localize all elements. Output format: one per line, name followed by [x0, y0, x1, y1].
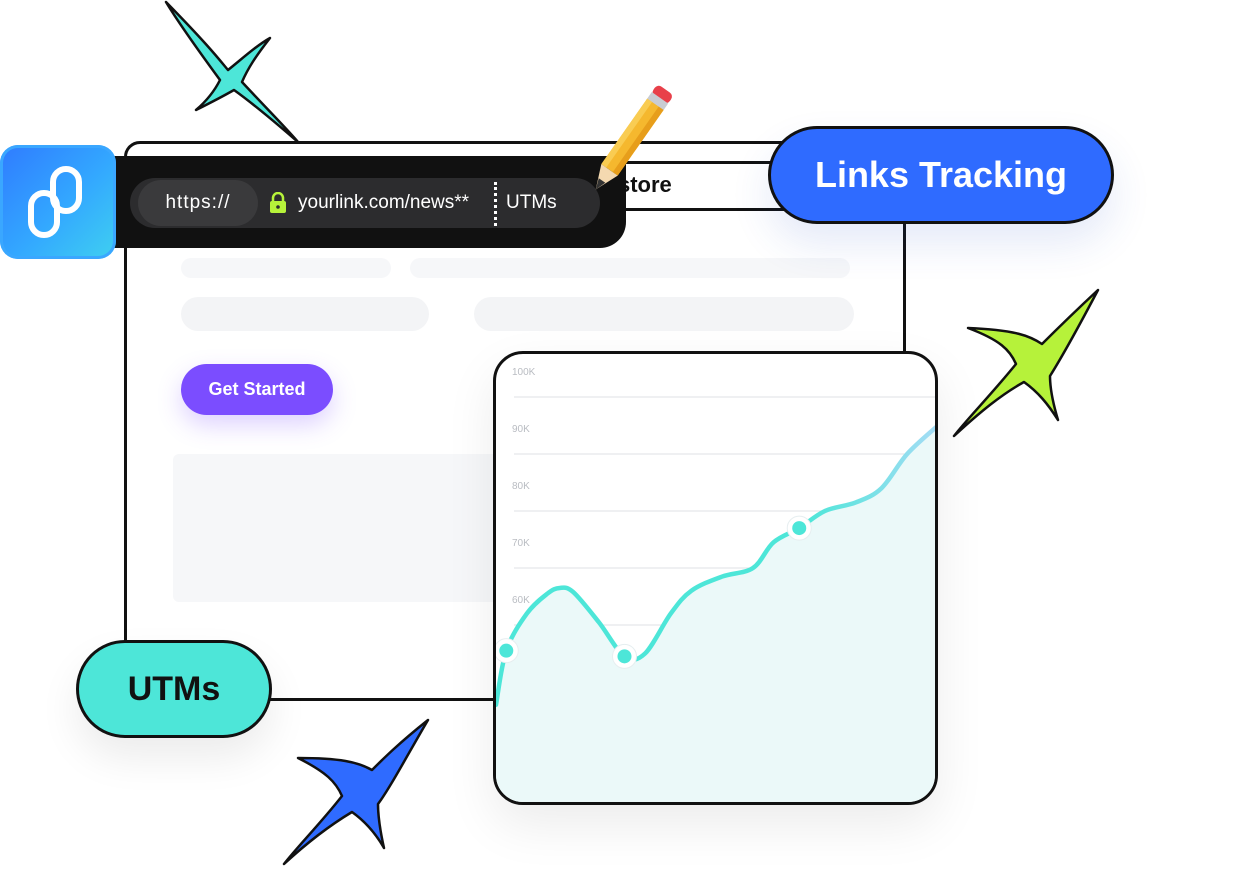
y-tick-label: 70K [512, 538, 530, 549]
lock-icon [270, 192, 286, 213]
y-tick-label: 90K [512, 424, 530, 435]
line-chart: 100K90K80K70K60K1 Jul15Jul30Jul1Jun15Jun [496, 367, 935, 802]
chain-link-icon [28, 166, 82, 238]
get-started-button[interactable]: Get Started [181, 364, 333, 415]
placeholder-panel [173, 454, 503, 602]
url-utm-tag[interactable]: UTMs [506, 192, 557, 213]
sparkle-lime-icon [952, 288, 1100, 438]
url-scheme-pill[interactable]: https:// [138, 180, 258, 226]
pencil-icon [595, 85, 672, 190]
data-point[interactable] [792, 521, 807, 536]
links-tracking-label: Links Tracking [768, 126, 1114, 224]
placeholder-bar [474, 297, 854, 331]
placeholder-bar [410, 258, 850, 278]
browser-title-text: store [618, 172, 672, 197]
chart-card: 100K90K80K70K60K1 Jul15Jul30Jul1Jun15Jun [493, 351, 938, 805]
url-divider [494, 182, 497, 226]
y-tick-label: 80K [512, 481, 530, 492]
y-tick-label: 100K [512, 367, 536, 378]
data-point[interactable] [499, 643, 514, 658]
area-fill [496, 428, 935, 802]
placeholder-bar [181, 297, 429, 331]
placeholder-bar [181, 258, 391, 278]
sparkle-teal-icon [164, 0, 300, 144]
app-logo [0, 145, 116, 259]
sparkle-blue-icon [282, 718, 430, 866]
series-line [496, 425, 935, 708]
utms-label: UTMs [76, 640, 272, 738]
y-tick-label: 60K [512, 595, 530, 606]
data-point[interactable] [617, 649, 632, 664]
url-domain-path[interactable]: yourlink.com/news** [298, 192, 470, 213]
